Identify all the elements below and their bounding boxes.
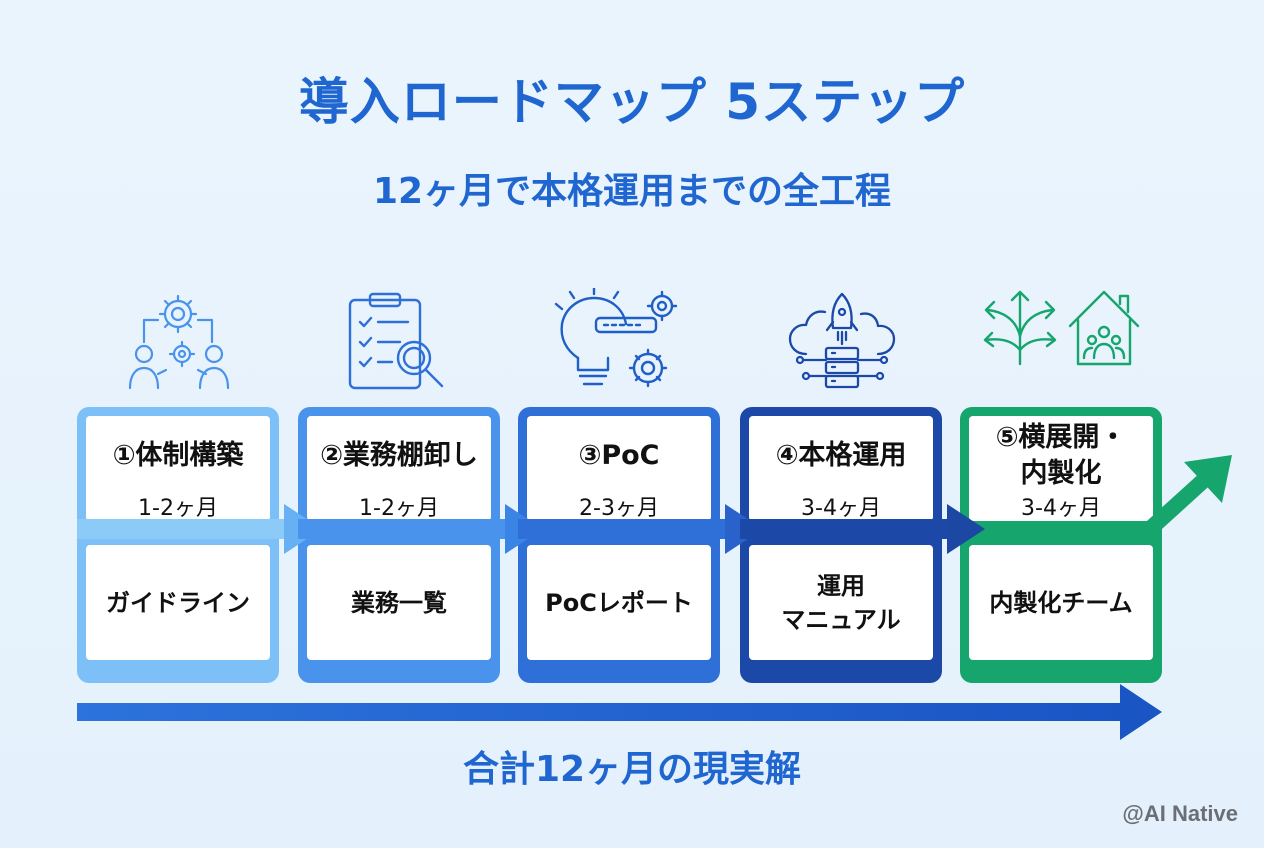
step-deliverable: 業務一覧 bbox=[307, 545, 491, 660]
step-title: ⑤横展開・ 内製化 bbox=[995, 422, 1127, 489]
total-duration-label: 合計12ヶ月の現実解 bbox=[462, 749, 802, 790]
step-deliverable: 運用 マニュアル bbox=[749, 545, 933, 660]
step-output: ガイドライン bbox=[106, 588, 250, 617]
flow-arrow-4 bbox=[740, 504, 985, 554]
step-header: ⑤横展開・ 内製化 3-4ヶ月 bbox=[969, 416, 1153, 521]
flow-arrow-2 bbox=[298, 504, 543, 554]
step-card: ②業務棚卸し 1-2ヶ月 業務一覧 bbox=[298, 407, 500, 683]
branch-arrows-house-team-icon bbox=[983, 290, 1140, 366]
credit-watermark: @AI Native bbox=[1122, 801, 1238, 826]
step-card: ③PoC 2-3ヶ月 PoCレポート bbox=[518, 407, 720, 683]
step-period: 1-2ヶ月 bbox=[359, 496, 439, 521]
step-card: ⑤横展開・ 内製化 3-4ヶ月 内製化チーム bbox=[960, 407, 1162, 683]
step-card: ④本格運用 3-4ヶ月 運用 マニュアル bbox=[740, 407, 942, 683]
flow-arrow-1 bbox=[77, 504, 322, 554]
step-output: 運用 マニュアル bbox=[781, 571, 901, 634]
lightbulb-gears-icon bbox=[554, 288, 678, 388]
growth-arrow bbox=[986, 455, 1232, 537]
flow-arrow-3 bbox=[518, 504, 763, 554]
step-output: 内製化チーム bbox=[989, 588, 1133, 617]
checklist-magnifier-icon bbox=[348, 292, 444, 390]
step-output: 業務一覧 bbox=[351, 588, 447, 617]
step-header: ④本格運用 3-4ヶ月 bbox=[749, 416, 933, 521]
page-title: 導入ロードマップ 5ステップ bbox=[298, 73, 966, 131]
timeline-arrow bbox=[77, 684, 1162, 740]
step-title: ③PoC bbox=[578, 440, 660, 471]
team-gears-icon bbox=[128, 294, 230, 390]
step-period: 2-3ヶ月 bbox=[579, 496, 659, 521]
step-deliverable: PoCレポート bbox=[527, 545, 711, 660]
step-card: ①体制構築 1-2ヶ月 ガイドライン bbox=[77, 407, 279, 683]
step-header: ②業務棚卸し 1-2ヶ月 bbox=[307, 416, 491, 521]
page-subtitle: 12ヶ月で本格運用までの全工程 bbox=[372, 171, 892, 212]
step-period: 3-4ヶ月 bbox=[1021, 496, 1101, 521]
cloud-rocket-server-icon bbox=[788, 292, 896, 389]
step-header: ①体制構築 1-2ヶ月 bbox=[86, 416, 270, 521]
step-deliverable: 内製化チーム bbox=[969, 545, 1153, 660]
step-deliverable: ガイドライン bbox=[86, 545, 270, 660]
step-title: ④本格運用 bbox=[775, 440, 907, 471]
step-title: ②業務棚卸し bbox=[320, 440, 478, 471]
step-period: 3-4ヶ月 bbox=[801, 496, 881, 521]
step-output: PoCレポート bbox=[545, 588, 693, 617]
step-title: ①体制構築 bbox=[112, 440, 244, 471]
step-period: 1-2ヶ月 bbox=[138, 496, 218, 521]
step-header: ③PoC 2-3ヶ月 bbox=[527, 416, 711, 521]
